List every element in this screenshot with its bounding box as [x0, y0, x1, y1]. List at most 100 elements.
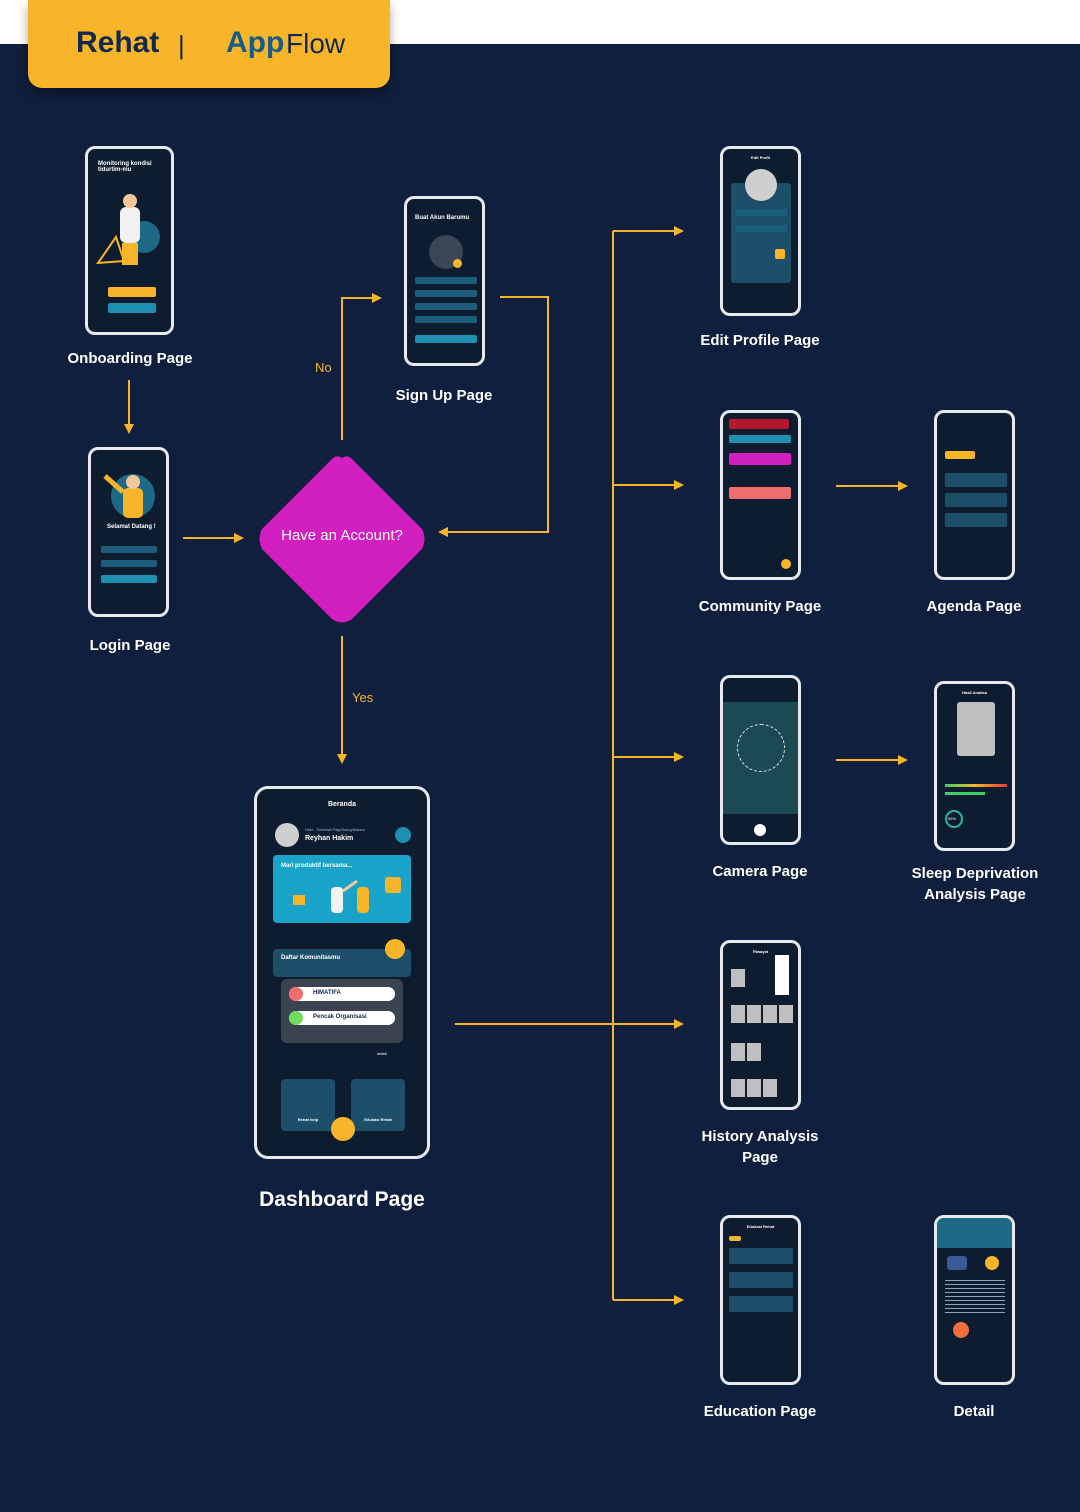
avatar[interactable] [275, 823, 299, 847]
list-item[interactable] [729, 1272, 793, 1288]
label-sleep: Sleep Deprivation Analysis Page [880, 863, 1070, 905]
edit-icon[interactable] [395, 827, 411, 843]
list-item[interactable] [729, 1296, 793, 1312]
list-item[interactable]: Pencak Organisasi [289, 1011, 395, 1025]
edit-name-field[interactable] [735, 209, 787, 216]
shutter-button[interactable] [754, 824, 766, 836]
dashboard-banner[interactable]: Mari produktif bersama... [273, 855, 411, 923]
label-onboarding: Onboarding Page [67, 350, 193, 367]
tab-active[interactable] [729, 1236, 741, 1241]
login-email-field[interactable] [101, 546, 157, 553]
label-dashboard: Dashboard Page [259, 1188, 425, 1211]
decision-diamond [259, 456, 425, 623]
label-history-line1: History Analysis [701, 1128, 819, 1145]
history-thumb[interactable] [731, 969, 745, 987]
canvas-background [0, 44, 1080, 1512]
card-edukasi: Edukasi Rehat [364, 1117, 392, 1122]
banner-text: Mari produktif bersama... [281, 863, 353, 869]
arrow-decision-signup [341, 293, 382, 440]
community-title: Daftar Komunitasmu [281, 955, 341, 961]
avatar[interactable] [745, 169, 777, 201]
login-illustration [103, 474, 155, 518]
login-welcome: Selamat Datang ! [107, 524, 156, 530]
login-screen: Selamat Datang ! [88, 447, 169, 617]
list-item[interactable] [945, 473, 1007, 487]
community-list: HIMATIFA Pencak Organisasi [281, 979, 403, 1043]
onboarding-login-button[interactable] [108, 287, 156, 297]
title-separator: | [178, 30, 185, 60]
history-row[interactable] [731, 1079, 777, 1097]
label-login: Login Page [89, 637, 171, 654]
history-row[interactable] [731, 1005, 793, 1023]
list-item[interactable] [729, 453, 791, 465]
history-filter[interactable] [775, 955, 789, 995]
list-item[interactable] [945, 513, 1007, 527]
list-item[interactable] [729, 487, 791, 499]
dashboard-more[interactable]: detail [377, 1051, 387, 1056]
tab-active[interactable] [945, 451, 975, 459]
edit-title: Edit Profil [751, 155, 770, 160]
label-signup: Sign Up Page [395, 387, 493, 404]
sleep-meter [945, 784, 1007, 787]
camera-icon[interactable] [453, 259, 462, 268]
list-item[interactable] [729, 1248, 793, 1264]
community-card[interactable]: Daftar Komunitasmu [273, 949, 411, 977]
detail-illustration [985, 1256, 999, 1270]
community-header [729, 419, 789, 429]
rehat-help-card[interactable]: Rehat help [281, 1079, 335, 1131]
list-item[interactable] [945, 493, 1007, 507]
label-community: Community Page [698, 598, 822, 615]
edukasi-card[interactable]: Edukasi Rehat [351, 1079, 405, 1131]
detail-illustration [947, 1256, 967, 1270]
signup-password-field[interactable] [415, 303, 477, 310]
dashboard-user: Reyhan Hakim [305, 835, 354, 842]
community-screen [720, 410, 801, 580]
label-agenda: Agenda Page [926, 598, 1022, 615]
signup-name-field[interactable] [415, 277, 477, 284]
signup-confirm-field[interactable] [415, 316, 477, 323]
signup-email-field[interactable] [415, 290, 477, 297]
label-sleep-line1: Sleep Deprivation [911, 865, 1039, 882]
signup-screen: Buat Akun Barumu [404, 196, 485, 366]
login-password-field[interactable] [101, 560, 157, 567]
signup-title: Buat Akun Barumu [415, 215, 470, 221]
banner-illustration [293, 877, 401, 913]
edge-label-yes: Yes [352, 690, 374, 705]
add-icon[interactable] [781, 559, 791, 569]
history-row[interactable] [731, 1043, 761, 1061]
community-item-1: HIMATIFA [313, 990, 341, 996]
save-button[interactable] [775, 249, 785, 259]
detail-text [945, 1280, 1005, 1316]
detail-illustration [953, 1322, 969, 1338]
history-screen: Riwayat [720, 940, 801, 1110]
detail-screen [934, 1215, 1015, 1385]
card-rehat-help: Rehat help [297, 1117, 319, 1122]
onboarding-illustration [95, 194, 160, 265]
label-sleep-line2: Analysis Page [924, 886, 1026, 903]
history-title: Riwayat [752, 949, 769, 954]
agenda-screen [934, 410, 1015, 580]
education-title: Edukasi Rehat [746, 1224, 775, 1229]
camera-viewfinder [723, 702, 798, 814]
onboarding-headline: Monitoring kondisi tidurtim-mu [98, 161, 152, 173]
fist-icon [385, 939, 405, 959]
signup-button[interactable] [415, 335, 477, 343]
sleep-analysis-screen: Hasil Analisa 55% [934, 681, 1015, 851]
login-button[interactable] [101, 575, 157, 583]
onboarding-register-button[interactable] [108, 303, 156, 313]
label-history-line2: Page [742, 1149, 778, 1166]
edit-email-field[interactable] [735, 225, 787, 232]
list-item[interactable]: HIMATIFA [289, 987, 395, 1001]
label-camera: Camera Page [712, 863, 808, 880]
title-brand: Rehat [76, 26, 160, 59]
camera-screen [720, 675, 801, 845]
tab-bar[interactable] [729, 435, 791, 443]
title-card: Rehat | App Flow [28, 0, 390, 88]
camera-icon[interactable] [331, 1117, 355, 1141]
sleep-percent-ring: 55% [945, 810, 963, 828]
decision-label: Have an Account? [281, 527, 403, 544]
title-flow: Flow [286, 28, 346, 59]
label-education: Education Page [703, 1403, 817, 1420]
education-screen: Edukasi Rehat [720, 1215, 801, 1385]
